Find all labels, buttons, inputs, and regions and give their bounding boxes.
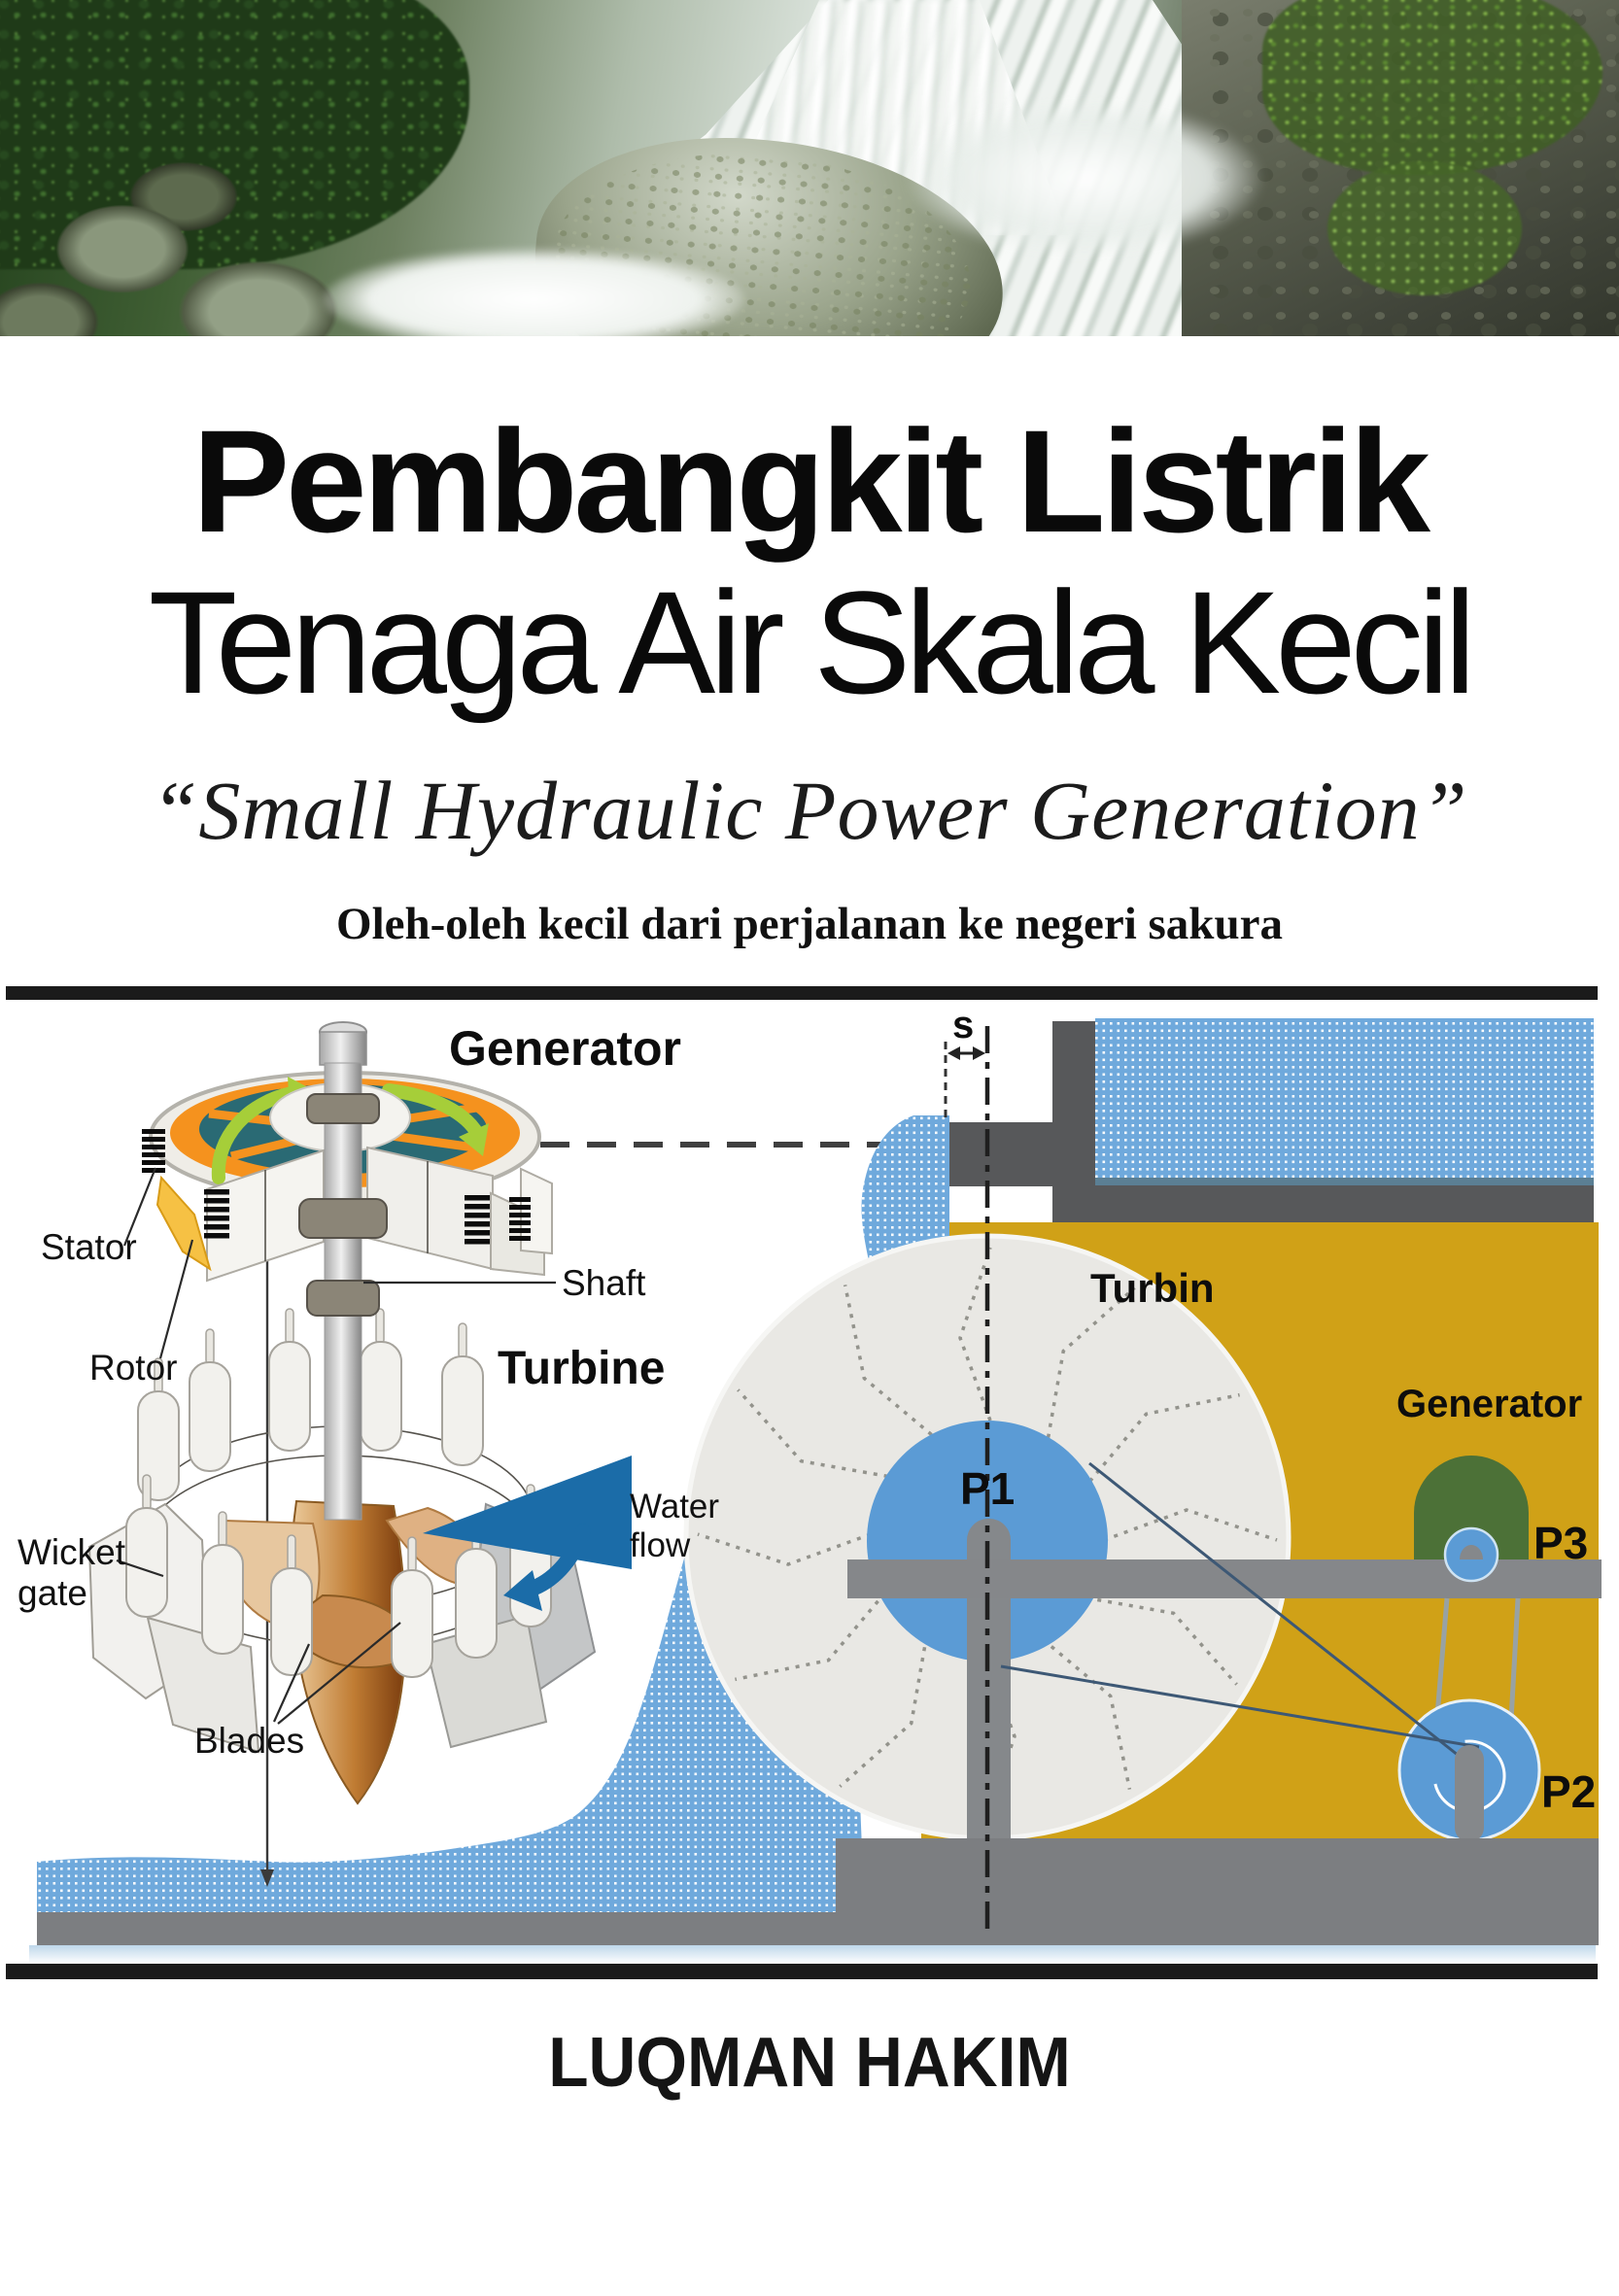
floor-reflection [29, 1945, 1596, 1964]
pulley-p2-shaft [1455, 1745, 1484, 1842]
top-rule [6, 986, 1598, 1000]
photo-froth-center [906, 100, 1263, 256]
pulley-p3-shaft [1460, 1545, 1483, 1559]
subtitle-english: “Small Hydraulic Power Generation” [151, 764, 1468, 857]
gap-dim-arrowhead-left [947, 1046, 960, 1060]
floor-left [37, 1912, 836, 1945]
label-waterflow-line2: flow [630, 1526, 691, 1564]
label-blades: Blades [194, 1721, 304, 1761]
reservoir-liner [1095, 1178, 1594, 1187]
stator-winding-comb-4 [509, 1197, 531, 1241]
rotor-lamination-stack [155, 1175, 212, 1272]
plant-cross-section: s Turbin Generator P1 P3 P2 [29, 1004, 1602, 1964]
photo-bush-right [1262, 0, 1603, 175]
label-shaft: Shaft [562, 1263, 646, 1303]
generator-housing [1414, 1456, 1529, 1559]
cover-photo-stream [0, 0, 1619, 336]
stator-winding-comb-3 [465, 1195, 490, 1245]
pulley-p2-ring [1432, 1739, 1506, 1813]
flow-reference-arrowhead [260, 1869, 274, 1887]
pointer-rotor [158, 1239, 194, 1359]
main-shaft [967, 1519, 1011, 1934]
pointer-blades-1 [272, 1643, 311, 1723]
wicket-gates-front [201, 1511, 498, 1678]
floor-right [836, 1838, 1599, 1945]
rotation-arrow-left [211, 1086, 298, 1184]
title-line1: Pembangkit Listrik [191, 399, 1430, 563]
label-turbin: Turbin [1090, 1265, 1215, 1311]
turbine-wheel-blade-pattern [697, 1247, 1278, 1828]
bearing-collar-mid [298, 1198, 388, 1239]
water-flow-curve-arrowhead [503, 1570, 542, 1611]
pointer-stator [122, 1167, 157, 1247]
label-wicket-line2: gate [17, 1573, 87, 1613]
bearing-collar-low [306, 1280, 380, 1317]
label-p1: P1 [960, 1463, 1015, 1514]
tagline: Oleh-oleh kecil dari perjalanan ke neger… [336, 899, 1283, 949]
pointer-blades-2 [277, 1622, 401, 1725]
label-wicket-line1: Wicket [17, 1532, 126, 1572]
label-rotor: Rotor [89, 1348, 177, 1388]
label-p3: P3 [1533, 1518, 1588, 1568]
title-line2: Tenaga Air Skala Kecil [148, 561, 1477, 724]
rotation-arrow-right-head [459, 1123, 489, 1156]
spillway-nappe-water [861, 1115, 949, 1265]
label-waterflow-line1: Water [630, 1488, 719, 1525]
photo-froth-lower [324, 249, 745, 336]
shaft-knob [319, 1031, 367, 1066]
label-gap-s: s [952, 1004, 974, 1046]
bottom-rule [6, 1964, 1598, 1979]
sluice-gate-block [949, 1122, 1052, 1186]
gap-dim-arrowhead-right [973, 1046, 985, 1060]
stator-winding-comb-2 [204, 1189, 229, 1239]
author-name: LUQMAN HAKIM [548, 2024, 1071, 2102]
rotation-arrow-right [382, 1083, 485, 1142]
label-stator: Stator [41, 1227, 137, 1267]
dam-column [1052, 1021, 1095, 1224]
hydro-diagram-panel: s Turbin Generator P1 P3 P2 [6, 986, 1602, 1979]
label-turbine-left: Turbine [498, 1343, 665, 1394]
tailrace-water [37, 1292, 865, 1912]
pointer-wicket [116, 1559, 164, 1578]
drive-line-b [1000, 1664, 1480, 1749]
photo-bush-right-low [1327, 161, 1523, 296]
drive-line-a [1088, 1461, 1473, 1768]
bearing-collar-top [306, 1093, 380, 1124]
label-generator-left: Generator [449, 1021, 681, 1076]
label-p2: P2 [1541, 1766, 1596, 1817]
label-generator-right: Generator [1396, 1383, 1582, 1425]
turbine-generator-cutaway: Generator Stator Rotor Shaft Turbine Wic… [17, 1021, 719, 1887]
reservoir-water [1095, 1018, 1594, 1181]
dam-slab [1058, 1185, 1594, 1224]
